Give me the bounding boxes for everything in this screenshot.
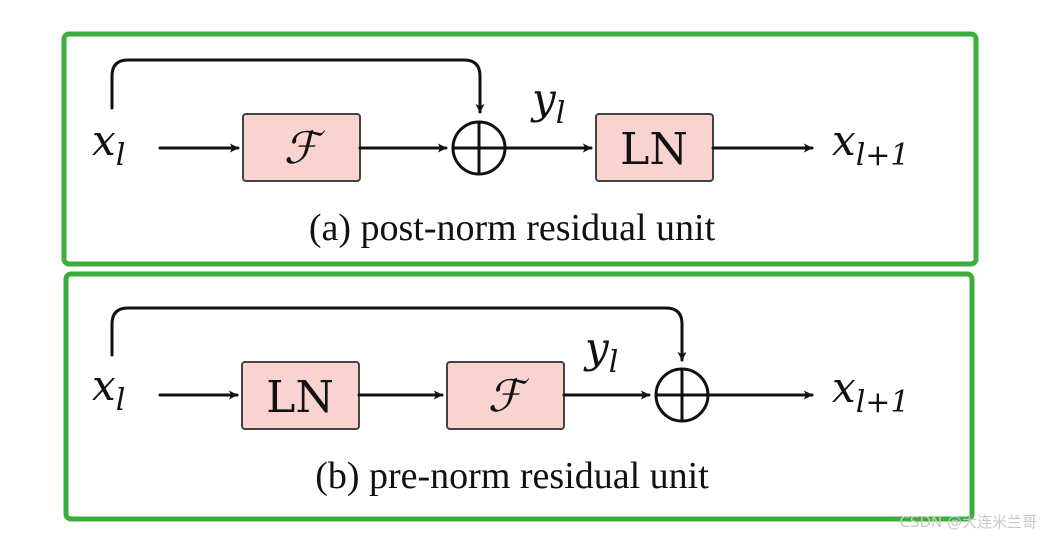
panel-a-post-norm: xl ℱ yl LN [61,31,979,267]
panel-b-block-ln: LN [241,361,360,430]
svg-text:LN: LN [266,372,334,423]
panel-a-caption: (a) post-norm residual unit [309,207,716,249]
panel-b-output-label: xl+1 [832,363,910,420]
watermark-text: CSDN @大连米兰哥 [899,513,1037,531]
panel-b-input-label: xl [92,361,125,418]
panel-a-block-ln: LN [595,113,714,182]
panel-b-mid-label: yl [583,323,618,380]
panel-b-skip-connection [110,306,687,362]
panel-b-pre-norm: xl LN ℱ yl [63,271,975,522]
panel-a-block-f: ℱ [242,113,361,182]
panel-a-skip-connection [110,58,485,114]
panel-a-output-label: xl+1 [832,116,910,173]
panel-b-sum-node [654,367,710,423]
svg-text:LN: LN [620,124,688,175]
panel-a-mid-label: yl [530,74,565,131]
panel-b-block-f: ℱ [446,361,565,430]
panel-b-caption: (b) pre-norm residual unit [315,455,709,497]
panel-a-sum-node [451,120,507,176]
panel-a-input-label: xl [92,116,125,173]
